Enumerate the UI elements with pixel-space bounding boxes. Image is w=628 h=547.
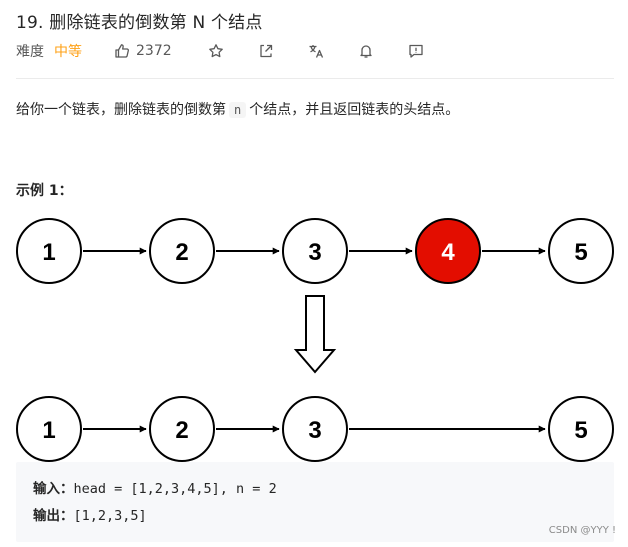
- node-b-label-5: 5: [574, 417, 587, 444]
- share-button[interactable]: [258, 43, 274, 59]
- like-button[interactable]: 2372: [114, 43, 172, 59]
- node-b-label-1: 1: [42, 417, 55, 444]
- difficulty-badge: 中等: [54, 44, 82, 60]
- before-list: 1 2 3 4 5: [16, 218, 614, 284]
- node-circle-2: [149, 218, 215, 284]
- example-title: 示例 1：: [16, 183, 73, 199]
- translate-icon: [309, 45, 323, 58]
- node-circle-1: [16, 218, 82, 284]
- node-b-circle-2: [149, 396, 215, 462]
- example-input-line: 输入：head = [1,2,3,4,5], n = 2: [33, 477, 277, 497]
- subscribe-button[interactable]: [358, 43, 374, 59]
- translate-button[interactable]: [308, 43, 324, 59]
- node-label-4: 4: [441, 239, 455, 266]
- node-b-label-3: 3: [308, 417, 321, 444]
- node-circle-4-removed: [415, 218, 481, 284]
- favorite-button[interactable]: [208, 43, 224, 59]
- node-b-circle-3: [282, 396, 348, 462]
- output-label: 输出：: [33, 508, 74, 524]
- description-text-end: 个结点，并且返回链表的头结点。: [249, 102, 460, 118]
- problem-meta-bar: 难度 中等 2372: [16, 40, 458, 62]
- node-b-label-2: 2: [175, 417, 188, 444]
- difficulty-label: 难度: [16, 44, 44, 60]
- linked-list-diagram: 1 2 3 4 5 1 2 3 5: [16, 218, 614, 462]
- feedback-button[interactable]: [408, 43, 424, 59]
- description-text: 给你一个链表，删除链表的倒数第: [16, 102, 226, 118]
- example-output-line: 输出：[1,2,3,5]: [33, 504, 147, 524]
- node-b-circle-1: [16, 396, 82, 462]
- bell-icon: [359, 45, 372, 58]
- share-icon: [259, 44, 272, 58]
- output-value: [1,2,3,5]: [73, 508, 147, 524]
- node-circle-3: [282, 218, 348, 284]
- node-circle-5: [548, 218, 614, 284]
- watermark: CSDN @YYY !: [548, 525, 616, 536]
- transform-down-arrow: [293, 295, 337, 374]
- node-label-5: 5: [574, 239, 587, 266]
- example-code-block: 输入：head = [1,2,3,4,5], n = 2 输出：[1,2,3,5…: [16, 462, 614, 542]
- problem-title: 19. 删除链表的倒数第 N 个结点: [16, 13, 263, 33]
- node-label-2: 2: [175, 239, 188, 266]
- thumbs-up-icon: [115, 44, 129, 58]
- header-divider: [16, 78, 614, 79]
- node-b-circle-5: [548, 396, 614, 462]
- node-label-3: 3: [308, 239, 321, 266]
- after-list: 1 2 3 5: [16, 396, 614, 462]
- star-icon: [208, 44, 223, 58]
- like-count: 2372: [136, 43, 172, 59]
- inline-code-n: n: [229, 102, 247, 118]
- node-label-1: 1: [42, 239, 55, 266]
- feedback-icon: [408, 44, 423, 58]
- input-label: 输入：: [33, 481, 74, 497]
- input-value: head = [1,2,3,4,5], n = 2: [73, 481, 277, 497]
